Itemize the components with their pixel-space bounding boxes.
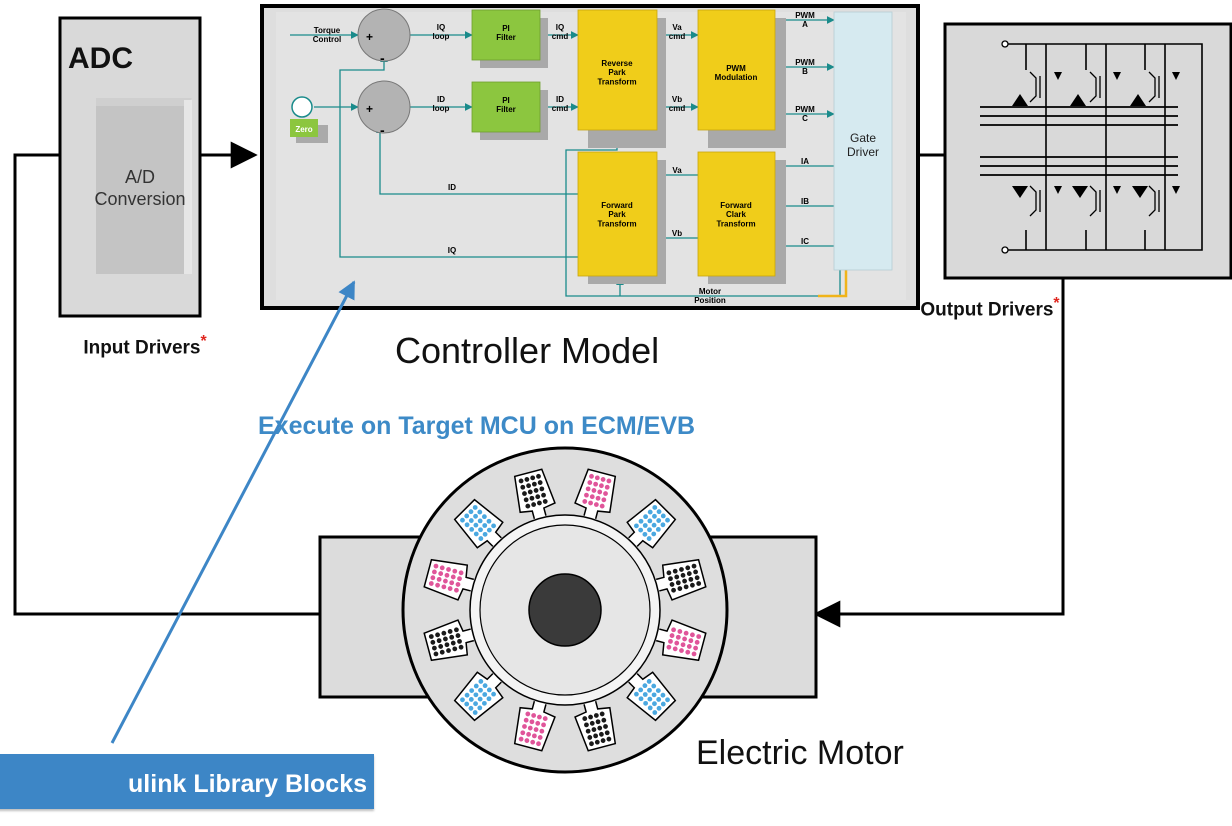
pi-filter-iq-block <box>471 9 541 61</box>
sum-plus-top: + <box>366 30 373 44</box>
stator-slot <box>626 671 677 722</box>
forward-clark-block <box>697 151 776 277</box>
summing-junctions <box>357 8 411 134</box>
sum-minus-bottom: - <box>380 122 385 138</box>
controller-model-caption: Controller Model <box>395 330 660 371</box>
id-feedback-label: ID <box>448 183 456 192</box>
output-drivers-asterisk: * <box>1053 295 1060 312</box>
gate-driver-block <box>833 11 893 271</box>
pwm-modulation-block <box>697 9 776 131</box>
sum-minus-top: - <box>380 50 385 66</box>
stator-slot <box>513 700 556 752</box>
iq-feedback-label: IQ <box>448 246 456 255</box>
sum-plus-bottom: + <box>366 102 373 116</box>
electric-motor-label: Electric Motor <box>696 734 904 772</box>
output-drivers-label: Output Drivers* <box>920 290 1060 323</box>
loop-wires <box>13 141 1065 628</box>
input-drivers-text: Input Drivers <box>83 337 201 359</box>
stator-slot <box>513 468 556 520</box>
stator-slots <box>423 468 707 752</box>
library-blocks-label: ulink Library Blocks <box>128 770 367 798</box>
stator-slot <box>626 498 677 549</box>
stator-slot <box>574 468 617 520</box>
ia-label: IA <box>801 157 809 166</box>
execute-note: Execute on Target MCU on ECM/EVB <box>258 412 696 440</box>
stator-slot <box>655 558 707 601</box>
ib-label: IB <box>801 197 809 206</box>
input-drivers-asterisk: * <box>200 333 207 350</box>
stator-slot <box>453 498 504 549</box>
adc-title: ADC <box>68 42 133 75</box>
stator-slot <box>574 700 617 752</box>
adc-conversion-label: A/D Conversion <box>94 167 186 209</box>
ic-label: IC <box>801 237 809 246</box>
pi-filter-id-block <box>471 81 541 133</box>
stator-slot <box>423 619 475 662</box>
library-blocks-tab[interactable] <box>0 754 374 809</box>
stator-slot <box>423 558 475 601</box>
reverse-park-block <box>577 9 658 131</box>
input-drivers-box <box>58 16 202 318</box>
output-drivers-box <box>943 22 1232 280</box>
va-label: Va <box>672 166 682 175</box>
zero-label: Zero <box>295 125 312 134</box>
input-drivers-label: Input Drivers* <box>60 328 230 361</box>
zero-input <box>290 96 328 143</box>
stator-slot <box>655 619 707 662</box>
output-drivers-text: Output Drivers <box>920 299 1054 321</box>
position-sensor-line <box>818 270 848 298</box>
stator-slot <box>453 671 504 722</box>
annotation-arrow <box>110 280 356 744</box>
rotor <box>469 514 661 706</box>
vb-label: Vb <box>672 229 682 238</box>
forward-park-block <box>577 151 658 277</box>
